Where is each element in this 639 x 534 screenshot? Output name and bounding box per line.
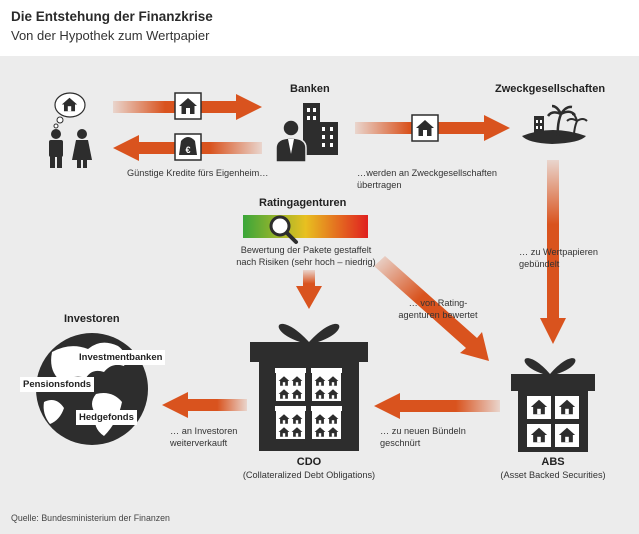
source-note: Quelle: Bundesministerium der Finanzen (11, 513, 170, 523)
edge-label-investoren-line1: … an Investoren (170, 426, 238, 436)
node-cdo: CDO (296, 456, 322, 468)
node-abs: ABS (541, 456, 565, 468)
edge-label-zweck: …werden an Zweckgesellschaften übertrage… (357, 168, 497, 191)
edge-label-rating-line2: agenturen bewertet (398, 309, 478, 320)
edge-label-wertpapier: … zu Wertpapieren gebündelt (519, 247, 598, 270)
edge-label-zweck-line1: …werden an Zweckgesellschaften (357, 168, 497, 178)
node-ratingagenturen: Ratingagenturen (259, 197, 347, 209)
node-investoren: Investoren (64, 313, 120, 325)
money-bag-icon (179, 137, 197, 155)
label-investmentbanken: Investmentbanken (76, 350, 166, 365)
mini-house-cell (555, 424, 579, 447)
edge-label-bewertung-line1: Bewertung der Pakete gestaffelt (240, 245, 372, 255)
arrow-credit: € (113, 133, 262, 161)
homeowners-icon (49, 92, 92, 168)
mini-package (275, 368, 306, 401)
edge-label-wertpapier-line1: … zu Wertpapieren (519, 247, 598, 257)
edge-label-bewertung-line2: nach Risiken (sehr hoch – niedrig) (236, 256, 376, 267)
header: Die Entstehung der Finanzkrise Von der H… (0, 0, 639, 56)
label-hedgefonds: Hedgefonds (76, 410, 137, 425)
edge-label-wertpapier-line2: gebündelt (519, 258, 560, 269)
cdo-gift-box (250, 323, 368, 451)
magnifier-icon (269, 215, 291, 237)
arrow-to-abs (540, 160, 566, 344)
node-abs-full: (Asset Backed Securities) (500, 470, 606, 480)
edge-label-investoren: … an Investoren weiterverkauft (170, 426, 237, 449)
euro-icon: € (185, 145, 190, 155)
mini-house-cell (555, 396, 579, 419)
mini-house-cell (527, 396, 551, 419)
edge-label-rating: … von Rating- agenturen bewertet (383, 298, 493, 321)
mini-package (311, 406, 342, 439)
abs-gift-box (511, 358, 595, 452)
edge-label-buendel-line2: geschnürt (380, 437, 421, 448)
rating-bar (243, 215, 368, 244)
page-subtitle: Von der Hypothek zum Wertpapier (11, 28, 210, 43)
arrow-cdo-to-investoren (162, 392, 247, 418)
page-title: Die Entstehung der Finanzkrise (11, 9, 213, 24)
cdo-mini-packages (275, 368, 342, 439)
edge-label-bewertung: Bewertung der Pakete gestaffelt nach Ris… (226, 245, 386, 268)
label-pensionsfonds: Pensionsfonds (20, 377, 95, 392)
mini-package (275, 406, 306, 439)
mini-package (311, 368, 342, 401)
edge-label-buendel-line1: … zu neuen Bündeln (380, 426, 466, 436)
arrow-to-banken (113, 92, 262, 120)
node-cdo-full: (Collateralized Debt Obligations) (242, 470, 376, 480)
node-banken: Banken (290, 83, 330, 95)
arrow-rating-to-abs (374, 256, 489, 361)
node-zweckgesellschaften: Zweckgesellschaften (495, 83, 606, 95)
island-icon (522, 104, 588, 144)
arrow-abs-to-cdo (374, 393, 500, 419)
abs-mini-houses (527, 396, 579, 447)
banker-icon (275, 103, 338, 163)
mini-house-cell (527, 424, 551, 447)
edge-label-investoren-line2: weiterverkauft (170, 437, 228, 448)
edge-label-zweck-line2: übertragen (357, 179, 402, 190)
edge-label-rating-line1: … von Rating- (408, 298, 468, 308)
edge-label-buendel: … zu neuen Bündeln geschnürt (380, 426, 466, 449)
edge-label-kredite: Günstige Kredite fürs Eigenheim… (127, 168, 269, 178)
arrow-rating-to-cdo (296, 270, 322, 309)
arrow-to-zweck (355, 114, 510, 142)
